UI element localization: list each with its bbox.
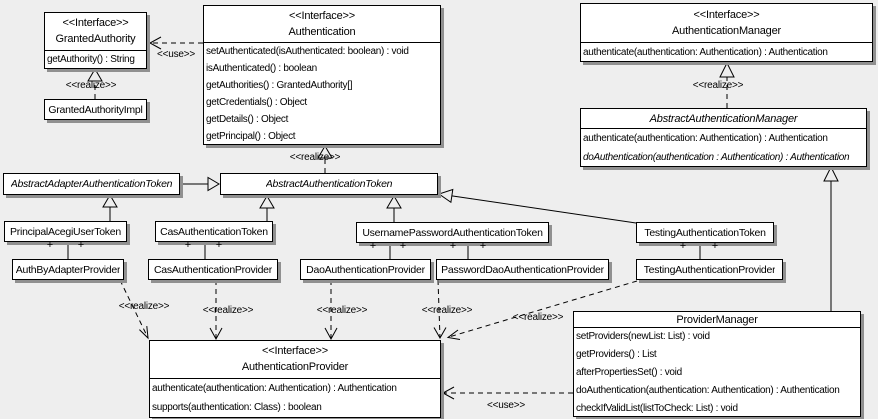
- method: getProviders() : List: [576, 349, 657, 360]
- class-name: GrantedAuthorityImpl: [48, 103, 143, 116]
- realize-arrowhead: [209, 327, 223, 341]
- realize-label: <<realize>>: [421, 305, 473, 316]
- class-cas-authentication-provider: CasAuthenticationProvider: [148, 259, 278, 280]
- realize-label: <<realize>>: [289, 152, 341, 163]
- realize-label: <<realize>>: [65, 80, 117, 91]
- class-dao-authentication-provider: DaoAuthenticationProvider: [300, 259, 431, 280]
- class-name: UsernamePasswordAuthenticationToken: [362, 226, 543, 239]
- class-name: CasAuthenticationToken: [160, 225, 268, 238]
- use-label: <<use>>: [156, 49, 196, 60]
- association-plus: +: [184, 239, 192, 251]
- realize-arrowhead: [719, 61, 735, 78]
- class-cas-authentication-token: CasAuthenticationToken: [155, 221, 273, 242]
- class-auth-by-adapter-provider: AuthByAdapterProvider: [12, 259, 124, 280]
- class-abstract-authentication-token: AbstractAuthenticationToken: [220, 173, 438, 195]
- realize-arrowhead: [139, 326, 149, 340]
- generalization-principal-token-to-adapter-token: [102, 194, 118, 221]
- class-name: AuthenticationProvider: [241, 361, 349, 373]
- class-name: AuthenticationManager: [672, 24, 781, 37]
- class-name: AbstractAuthenticationToken: [265, 178, 393, 190]
- method: authenticate(authentication: Authenticat…: [152, 383, 397, 394]
- association-plus: +: [369, 240, 377, 252]
- method: doAuthentication(authentication: Authent…: [576, 385, 840, 396]
- realize-arrowhead: [324, 327, 338, 341]
- realize-passworddao-provider-to-authentication-provider: [437, 279, 441, 339]
- association-plus: +: [479, 240, 487, 252]
- class-name: CasAuthenticationProvider: [153, 263, 273, 276]
- association-plus: +: [679, 240, 687, 252]
- realize-label: <<realize>>: [512, 312, 564, 323]
- method: setProviders(newList: List) : void: [576, 331, 710, 342]
- realize-label: <<realize>>: [316, 305, 368, 316]
- method: setAuthenticated(isAuthenticated: boolea…: [206, 46, 409, 57]
- class-authentication: <<Interface>> Authentication setAuthenti…: [203, 5, 441, 145]
- class-name: Authentication: [288, 25, 356, 38]
- method: doAuthentication(authentication : Authen…: [583, 152, 850, 163]
- generalization-username-token-to-abstract-token: [386, 195, 402, 222]
- stereotype: <<Interface>>: [262, 345, 328, 357]
- class-name: PasswordDaoAuthenticationProvider: [441, 263, 604, 276]
- class-name: AbstractAuthenticationManager: [649, 112, 798, 125]
- class-name: ProviderManager: [676, 313, 758, 326]
- method: authenticate(authentication: Authenticat…: [583, 133, 828, 144]
- class-provider-manager: ProviderManager setProviders(newList: Li…: [573, 311, 861, 417]
- class-name: AuthByAdapterProvider: [15, 263, 121, 276]
- method: getDetails() : Object: [206, 114, 289, 125]
- class-testing-authentication-provider: TestingAuthenticationProvider: [636, 259, 783, 280]
- realize-label: <<realize>>: [692, 80, 744, 91]
- method: getAuthorities() : GrantedAuthority[]: [206, 80, 353, 91]
- class-username-password-authentication-token: UsernamePasswordAuthenticationToken: [356, 222, 549, 243]
- class-name: GrantedAuthority: [55, 33, 136, 45]
- generalization-provider-manager-to-abstract-manager: [823, 165, 839, 311]
- class-name: AbstractAdapterAuthenticationToken: [10, 178, 173, 190]
- realize-testing-provider-to-authentication-provider: [448, 280, 638, 338]
- association-plus: +: [449, 240, 457, 252]
- class-testing-authentication-token: TestingAuthenticationToken: [636, 222, 774, 243]
- class-name: TestingAuthenticationToken: [644, 226, 766, 239]
- method: checkIfValidList(listToCheck: List) : vo…: [576, 403, 738, 414]
- method: getCredentials() : Object: [206, 97, 307, 108]
- class-granted-authority-impl: GrantedAuthorityImpl: [44, 99, 147, 120]
- class-granted-authority: <<Interface>> GrantedAuthority getAuthor…: [44, 12, 147, 69]
- class-principal-acegi-user-token: PrincipalAcegiUserToken: [4, 221, 127, 242]
- association-plus: +: [77, 239, 85, 251]
- class-name: TestingAuthenticationProvider: [643, 263, 776, 276]
- generalization-testing-token-to-abstract-token: [437, 188, 637, 224]
- method: supports(authentication: Class) : boolea…: [152, 402, 322, 413]
- class-name: PrincipalAcegiUserToken: [10, 225, 121, 238]
- method: afterPropertiesSet() : void: [576, 367, 682, 378]
- realize-label: <<realize>>: [118, 301, 170, 312]
- realize-authbyadapter-to-authentication-provider: [119, 279, 149, 339]
- class-authentication-manager: <<Interface>> AuthenticationManager auth…: [580, 3, 873, 62]
- association-plus: +: [46, 239, 54, 251]
- realize-arrowhead: [87, 68, 103, 82]
- class-abstract-adapter-authentication-token: AbstractAdapterAuthenticationToken: [3, 173, 180, 195]
- generalization-cas-token-to-abstract-token: [259, 195, 275, 221]
- stereotype: <<Interface>>: [693, 8, 760, 21]
- stereotype: <<Interface>>: [62, 17, 129, 29]
- method: getPrincipal() : Object: [206, 131, 296, 142]
- class-name: DaoAuthenticationProvider: [306, 263, 425, 276]
- generalization-adapter-token-to-abstract-token: [179, 176, 220, 192]
- association-plus: +: [711, 240, 719, 252]
- association-plus: +: [399, 240, 407, 252]
- use-arrowhead: [148, 36, 162, 50]
- class-abstract-authentication-manager: AbstractAuthenticationManager authentica…: [580, 108, 867, 167]
- use-label: <<use>>: [486, 400, 526, 411]
- realize-arrowhead: [317, 145, 333, 159]
- use-arrowhead: [441, 386, 455, 400]
- method: getAuthority() : String: [47, 54, 135, 65]
- realize-arrowhead: [433, 327, 447, 340]
- class-authentication-provider: <<Interface>> AuthenticationProvider aut…: [149, 340, 441, 418]
- association-plus: +: [215, 239, 223, 251]
- class-password-dao-authentication-provider: PasswordDaoAuthenticationProvider: [436, 259, 609, 280]
- method: authenticate(authentication: Authenticat…: [583, 47, 828, 58]
- realize-arrowhead: [446, 329, 461, 340]
- stereotype: <<Interface>>: [289, 9, 355, 22]
- realize-label: <<realize>>: [202, 305, 254, 316]
- method: isAuthenticated() : boolean: [206, 63, 317, 74]
